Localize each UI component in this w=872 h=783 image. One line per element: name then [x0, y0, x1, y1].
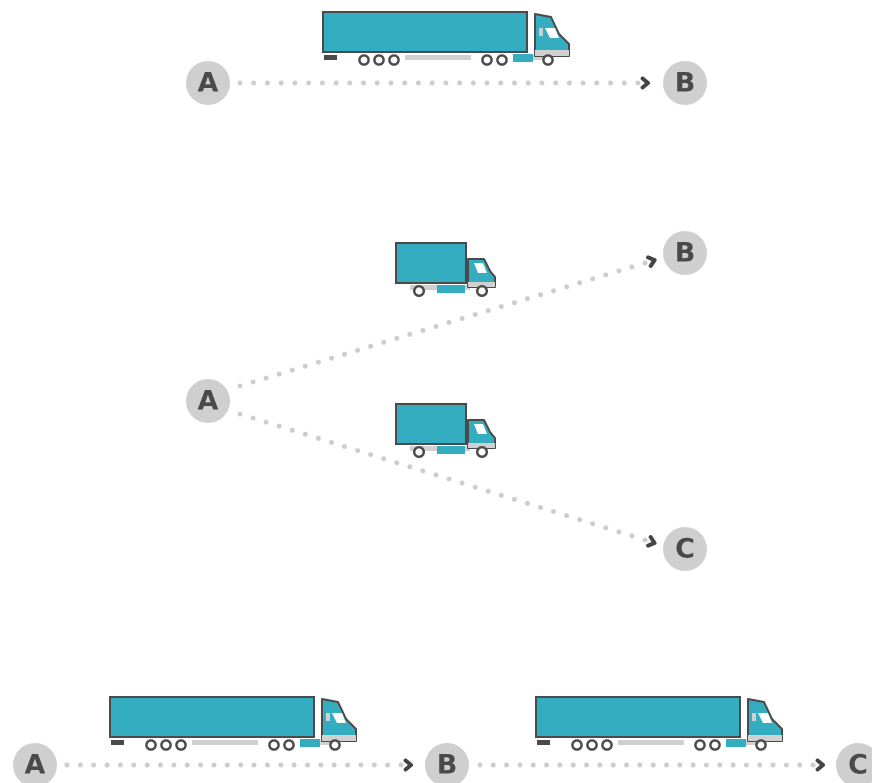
svg-text:C: C [848, 750, 868, 781]
semi-truck-icon [534, 695, 784, 751]
svg-text:C: C [675, 534, 695, 565]
semi-truck-icon [321, 10, 571, 66]
node-a: A [186, 379, 230, 423]
svg-text:A: A [25, 750, 46, 781]
node-b: B [663, 61, 707, 105]
route-line [237, 255, 657, 389]
svg-text:A: A [198, 68, 219, 99]
svg-text:B: B [675, 68, 696, 99]
route-nodes: A B A B C A B C [13, 61, 872, 783]
arrowhead-icon [815, 758, 825, 772]
svg-text:B: B [675, 238, 696, 269]
arrowhead-icon [403, 758, 413, 772]
semi-truck-icon [108, 695, 358, 751]
arrowhead-icon [646, 255, 657, 268]
arrowhead-icon [646, 535, 657, 548]
node-a: A [186, 61, 230, 105]
node-c: C [836, 743, 872, 783]
node-a: A [13, 743, 57, 783]
route-lines [64, 76, 825, 772]
route-line [64, 758, 413, 772]
node-b: B [663, 231, 707, 275]
node-b: B [425, 743, 469, 783]
node-c: C [663, 527, 707, 571]
route-line [237, 411, 657, 548]
route-line [237, 76, 650, 90]
box-truck-icon [394, 241, 497, 297]
box-truck-icon [394, 402, 497, 458]
arrowhead-icon [640, 76, 650, 90]
svg-text:A: A [198, 386, 219, 417]
route-line [477, 758, 825, 772]
svg-text:B: B [437, 750, 458, 781]
